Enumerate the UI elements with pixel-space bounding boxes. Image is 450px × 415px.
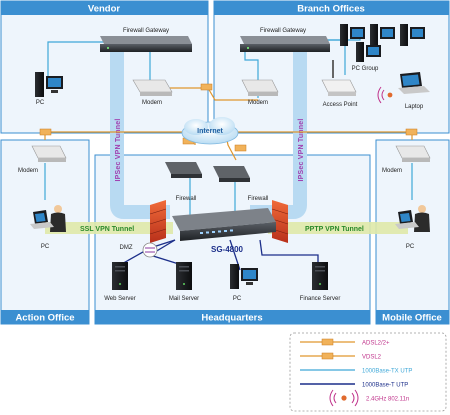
action-user (30, 205, 66, 232)
mobile-modem-label: Modem (382, 168, 402, 174)
brick-wall-right-icon (271, 200, 289, 243)
ipsec-tunnel-left (110, 48, 170, 219)
wifi-legend-icon (329, 389, 359, 407)
web-server (112, 262, 128, 290)
legend-label-1000base-t: 1000Base-T UTP (362, 383, 408, 389)
sg-4800-device (172, 208, 276, 241)
pc-group (340, 24, 425, 62)
mail-server-label: Mail Server (169, 296, 199, 302)
branch-gateway-label: Firewall Gateway (260, 28, 306, 34)
branch-gateway (240, 36, 330, 52)
adsl-badges (39, 83, 418, 152)
legend-label-wireless: 2.4GHz 802.11n (366, 397, 409, 403)
zone-title-mobile: Mobile Office (382, 313, 442, 324)
legend-item-vdsl: VDSL2 (300, 352, 382, 361)
dmz-label: DMZ (120, 245, 133, 251)
ipsec-tunnel-label-right: IPSec VPN Tunnel (298, 119, 305, 182)
web-server-label: Web Server (104, 296, 136, 302)
vendor-modem-label: Modem (142, 100, 162, 106)
branch-modem (241, 79, 279, 96)
zone-title-action: Action Office (15, 313, 74, 324)
firewall-right-label: Firewall (248, 196, 269, 202)
mobile-pc-label: PC (406, 244, 415, 250)
legend-item-wireless: 2.4GHz 802.11n (329, 389, 409, 407)
zone-title-branch: Branch Offices (297, 4, 365, 15)
legend: ADSL2/2+ VDSL2 1000Base-TX UTP 1000Base-… (289, 332, 447, 412)
branch-modem-label: Modem (248, 100, 268, 106)
vendor-gateway (100, 36, 192, 52)
legend-item-adsl: ADSL2/2+ (300, 338, 390, 347)
zone-vendor: Vendor (0, 0, 209, 134)
zone-branch: Branch Offices (213, 0, 450, 134)
mobile-modem (395, 145, 431, 162)
finance-server-label: Finance Server (300, 296, 341, 302)
ipsec-tunnel-right (250, 48, 307, 219)
zone-headquarters: Headquarters (94, 154, 371, 325)
vendor-pc-label: PC (36, 100, 45, 106)
zone-title-headquarters: Headquarters (201, 313, 262, 324)
internet-label: Internet (197, 128, 223, 135)
brick-wall-left-icon (149, 200, 167, 243)
ipsec-tunnel-label-left: IPSec VPN Tunnel (115, 119, 122, 182)
vendor-gateway-label: Firewall Gateway (123, 28, 169, 34)
hq-pc (230, 264, 258, 289)
wifi-signal-icon (377, 86, 393, 104)
hq-modem-left (165, 162, 202, 178)
laptop-label: Laptop (405, 104, 424, 110)
pc-group-label: PC Group (352, 66, 379, 72)
legend-label-vdsl: VDSL2 (362, 355, 382, 361)
legend-item-1000base-t: 1000Base-T UTP (300, 383, 408, 389)
action-modem-label: Modem (18, 168, 38, 174)
pptp-tunnel-label: PPTP VPN Tunnel (305, 226, 364, 233)
finance-server (312, 262, 328, 290)
action-modem (31, 145, 67, 162)
vendor-modem (132, 79, 173, 96)
legend-label-adsl: ADSL2/2+ (362, 341, 390, 347)
action-pc-label: PC (41, 244, 50, 250)
legend-label-1000base-tx: 1000Base-TX UTP (362, 369, 412, 375)
legend-item-1000base-tx: 1000Base-TX UTP (300, 369, 412, 375)
mobile-user (395, 205, 430, 232)
access-point-label: Access Point (323, 102, 358, 108)
firewall-left-label: Firewall (176, 196, 197, 202)
zone-title-vendor: Vendor (88, 4, 121, 15)
hq-modem-right (213, 166, 250, 182)
internet-cloud-icon (181, 117, 239, 145)
access-point (321, 60, 357, 96)
mail-server (176, 262, 192, 290)
device-model-label: SG-4800 (211, 245, 244, 254)
pptp-tunnel (268, 222, 408, 234)
ssl-tunnel (45, 222, 173, 234)
ssl-tunnel-label: SSL VPN Tunnel (80, 226, 134, 233)
laptop (398, 72, 430, 94)
vendor-pc (35, 72, 63, 97)
dmz-switch-icon (142, 242, 158, 258)
hq-pc-label: PC (233, 296, 242, 302)
